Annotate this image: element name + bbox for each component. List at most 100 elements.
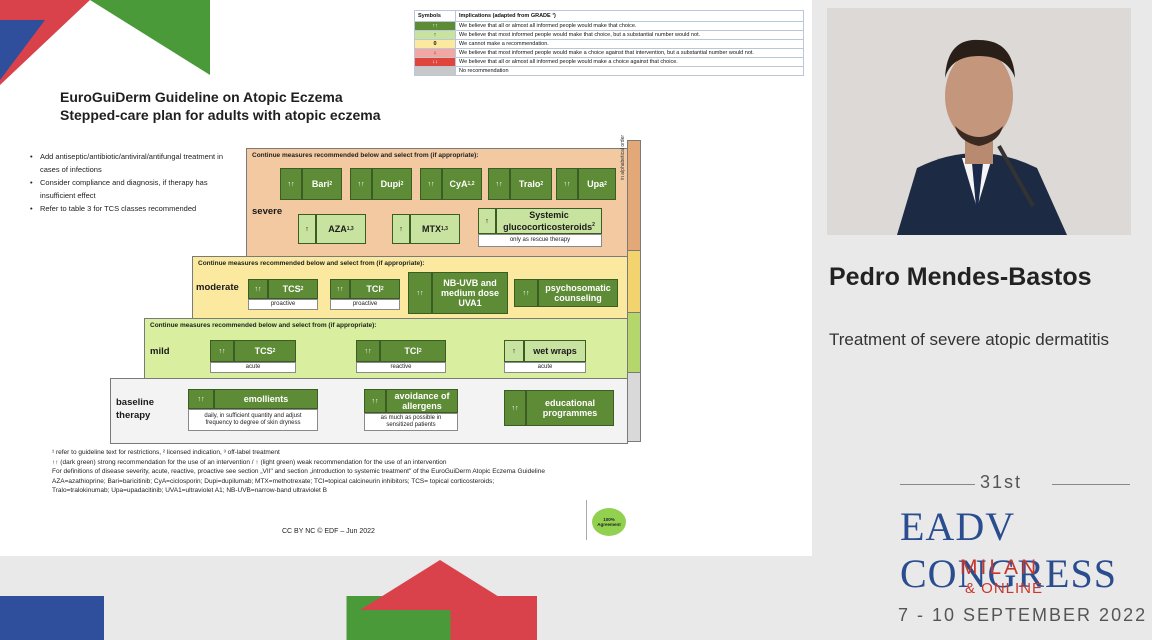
tier-label-baseline-line1: baseline [116, 397, 155, 408]
drug-sup: 2 [540, 181, 544, 187]
tier-severe-side [627, 140, 641, 252]
footnote: For definitions of disease severity, acu… [52, 468, 545, 475]
tier-label-baseline: baseline therapy [116, 396, 154, 422]
event-edition: 31st [980, 472, 1023, 492]
strong-arrow: ↑↑ [556, 168, 578, 200]
weak-arrow: ↑ [298, 214, 316, 244]
implication-cell: We believe that most informed people wou… [455, 30, 804, 40]
alphabetical-note: in alphabetical order [620, 134, 626, 180]
implication-cell: We believe that all or almost all inform… [455, 57, 804, 67]
drug-label: TCI [366, 284, 381, 294]
strong-arrow: ↑↑ [488, 168, 510, 200]
avoidance-note: as much as possible in sensitized patien… [364, 413, 458, 431]
strong-arrow: ↑↑ [420, 168, 442, 200]
drug-label: CyA [449, 179, 468, 189]
drug-label: MTX [422, 224, 442, 234]
slide-title-line2: Stepped-care plan for adults with atopic… [60, 107, 381, 123]
implications-header: Implications (adapted from GRADE ¹) [455, 10, 804, 22]
implication-cell: We believe that most informed people wou… [455, 48, 804, 58]
drug-label: TCI [404, 346, 419, 356]
tier-mild-side [627, 312, 641, 378]
tci-proactive-note: proactive [330, 299, 400, 310]
drug-label: Tralo [518, 179, 541, 189]
strong-arrow: ↑↑ [210, 340, 234, 362]
footnote: ↑↑ (dark green) strong recommendation fo… [52, 458, 447, 466]
event-rule-right [1052, 484, 1130, 485]
event-name: EADV CONGRESS [900, 504, 1117, 596]
tier-label-severe: severe [252, 206, 283, 217]
speaker-video [827, 8, 1131, 235]
list-item: Refer to table 3 for TCS classes recomme… [30, 202, 240, 215]
implication-cell: No recommendation [455, 66, 804, 76]
symbols-table: Symbols Implications (adapted from GRADE… [414, 10, 804, 76]
strong-arrow: ↑↑ [330, 279, 350, 299]
table-row: ↑We believe that most informed people wo… [414, 30, 804, 40]
drug-sup: 2 [329, 181, 333, 187]
strong-arrow: ↑↑ [364, 389, 386, 413]
event-dates: 7 - 10 SEPTEMBER 2022 [898, 605, 1148, 625]
drug-label: TCS [254, 346, 273, 356]
event-rule-left [900, 484, 975, 485]
tier-label-mild: mild [150, 346, 170, 357]
strong-arrow: ↑↑ [408, 272, 432, 314]
speaker-name: Pedro Mendes-Bastos [829, 263, 1092, 291]
implication-cell: We cannot make a recommendation. [455, 39, 804, 49]
drug-sup: 1,2 [467, 181, 475, 187]
symbol-cell: ↓ [414, 48, 456, 58]
symbols-table-header: Symbols Implications (adapted from GRADE… [414, 10, 804, 22]
drug-label: glucocorticosteroids [503, 222, 593, 232]
presentation-slide: EuroGuiDerm Guideline on Atopic Eczema S… [0, 0, 812, 556]
drug-sup: 2 [400, 181, 404, 187]
implication-cell: We believe that all or almost all inform… [455, 21, 804, 31]
drug-label: Bari [311, 179, 330, 189]
symbols-header: Symbols [414, 10, 456, 22]
symbol-cell: 0 [414, 39, 456, 49]
strong-arrow: ↑↑ [514, 279, 538, 307]
drug-label: TCS [282, 284, 301, 294]
bullet-list: Add antiseptic/antibiotic/antiviral/anti… [30, 150, 240, 215]
symbol-cell [414, 66, 456, 76]
speaker-silhouette [827, 8, 1131, 235]
list-item: Add antiseptic/antibiotic/antiviral/anti… [30, 150, 240, 176]
weak-arrow: ↑ [504, 340, 524, 362]
tier-header-mild: Continue measures recommended below and … [150, 322, 377, 329]
drug-label-line2: glucocorticosteroids2 [503, 220, 595, 232]
tier-label-baseline-line2: therapy [116, 410, 151, 421]
tier-header-moderate: Continue measures recommended below and … [198, 260, 425, 267]
tcs-proactive-note: proactive [248, 299, 318, 310]
drug-box-education: educational programmes [526, 390, 614, 426]
agreement-divider [586, 500, 587, 540]
drug-box-nbuvb: NB-UVB and medium dose UVA1 [432, 272, 508, 314]
drug-box-wet-wraps: wet wraps [524, 340, 586, 362]
drug-sup: 2 [592, 222, 595, 228]
talk-title: Treatment of severe atopic dermatitis [829, 330, 1109, 349]
drug-box-systemic-gcs: Systemic glucocorticosteroids2 [496, 208, 602, 234]
tier-baseline-side [627, 372, 641, 442]
tier-moderate-side [627, 250, 641, 318]
event-online: & ONLINE [965, 580, 1044, 597]
tci-reactive-note: reactive [356, 362, 446, 373]
slide-title-line1: EuroGuiDerm Guideline on Atopic Eczema [60, 89, 343, 105]
drug-sup: 2 [300, 286, 304, 292]
drug-label: Systemic [529, 210, 569, 220]
strong-arrow: ↑↑ [188, 389, 214, 409]
strong-arrow: ↑↑ [350, 168, 372, 200]
symbol-cell: ↑ [414, 30, 456, 40]
tier-label-moderate: moderate [196, 282, 239, 293]
slide-corner-green [90, 0, 210, 75]
rescue-note: only as rescue therapy [478, 234, 602, 247]
emollients-note: daily, in sufficient quantity and adjust… [188, 409, 318, 431]
tier-header-severe: Continue measures recommended below and … [252, 152, 479, 159]
table-row: ↑↑We believe that all or almost all info… [414, 21, 804, 31]
drug-label: Dupi [380, 179, 401, 189]
table-row: No recommendation [414, 66, 804, 76]
